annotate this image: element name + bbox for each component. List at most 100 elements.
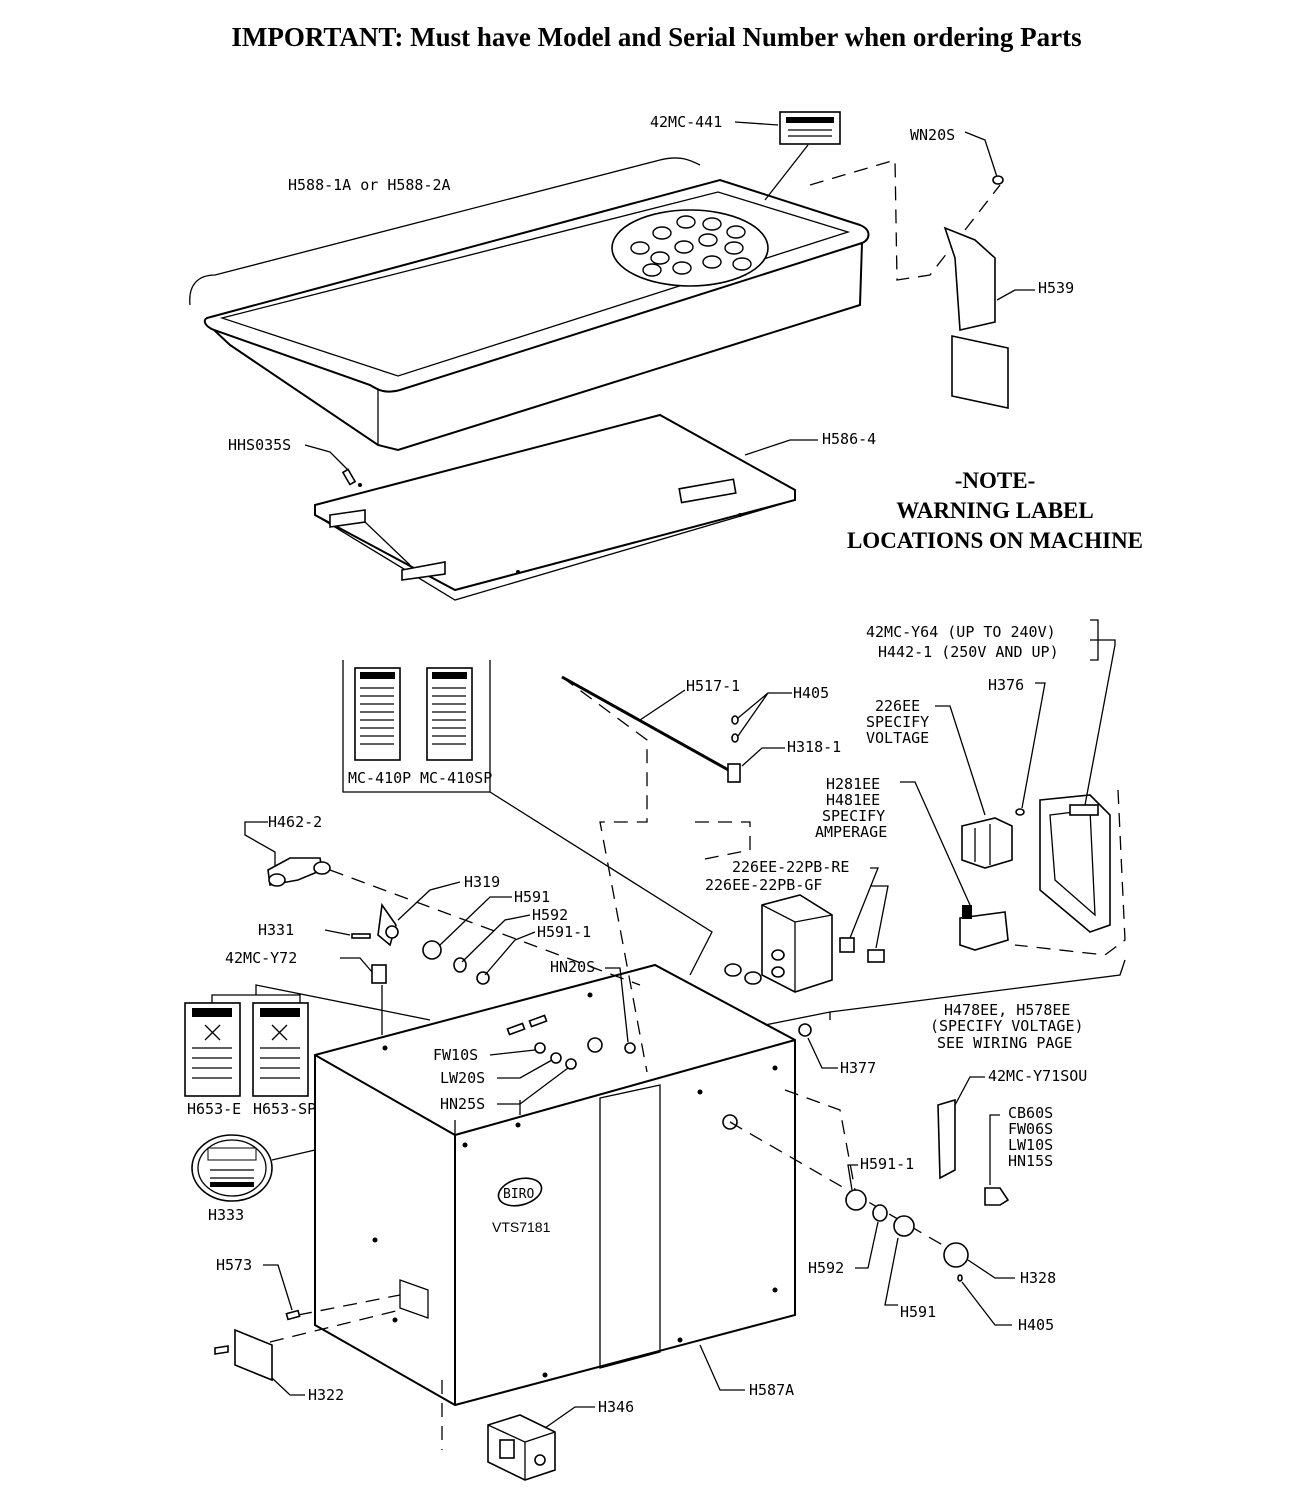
label-42mc-y72: 42MC-Y72 xyxy=(225,949,297,967)
cabinet-brand: BIRO xyxy=(503,1187,534,1202)
leader-h517-1 xyxy=(639,689,686,721)
plate-h322 xyxy=(234,1328,273,1382)
leader-h539 xyxy=(996,289,1035,301)
label-h591-bot: H591 xyxy=(900,1303,936,1321)
label-42mc-y71sou: 42MC-Y71SOU xyxy=(988,1067,1087,1085)
cabinet-door xyxy=(599,1084,661,1369)
pushbutton-re xyxy=(839,937,855,953)
label-42mc-441: 42MC-441 xyxy=(650,113,722,131)
label-h653-sp: H653-SP xyxy=(253,1100,316,1118)
switch-dash xyxy=(729,1121,961,1256)
label-h328: H328 xyxy=(1020,1269,1056,1287)
leader-lw20s xyxy=(497,1059,553,1079)
label-fw06s: FW06S xyxy=(1008,1120,1053,1138)
leader-h586-4 xyxy=(744,439,818,456)
leader-pb-gf xyxy=(870,885,889,949)
label-h591-1-bot: H591-1 xyxy=(860,1155,914,1173)
warning-plates xyxy=(184,984,431,1097)
label-fw10s: FW10S xyxy=(433,1046,478,1064)
lid-assembly xyxy=(304,413,818,601)
label-specify-voltage-paren: (SPECIFY VOLTAGE) xyxy=(930,1017,1084,1035)
rod-dash xyxy=(561,676,648,1073)
leader-h281ee xyxy=(900,781,971,906)
leader-h591-1-bot xyxy=(847,1164,858,1191)
decal-mc-410sp xyxy=(426,667,473,761)
label-cb60s: CB60S xyxy=(1008,1104,1053,1122)
plate-h653-sp xyxy=(252,1002,309,1097)
washer-lw20s xyxy=(550,1052,562,1064)
nut-hn25s xyxy=(565,1058,577,1070)
plate-h653-e xyxy=(184,1002,241,1097)
label-226ee-22pb-re: 226EE-22PB-RE xyxy=(732,858,849,876)
warning-note: -NOTE- WARNING LABEL LOCATIONS ON MACHIN… xyxy=(820,466,1170,556)
label-hn20s: HN20S xyxy=(550,958,595,976)
decal-mc-410p xyxy=(354,667,401,761)
label-see-wiring: SEE WIRING PAGE xyxy=(937,1034,1072,1052)
label-specify-voltage-1: SPECIFY xyxy=(866,713,929,731)
label-lw20s: LW20S xyxy=(440,1069,485,1087)
leader-h377 xyxy=(807,1037,838,1069)
y64-bracket xyxy=(1090,619,1099,661)
leader-42mc-y72 xyxy=(340,957,373,973)
label-wn20s: WN20S xyxy=(910,126,955,144)
label-h481ee: H481EE xyxy=(826,791,880,809)
serial-plate-h333 xyxy=(191,1134,316,1202)
label-h462-2: H462-2 xyxy=(268,813,322,831)
nut-h591-bot xyxy=(893,1215,915,1237)
label-h517-1: H517-1 xyxy=(686,677,740,695)
leader-h322 xyxy=(271,1377,305,1396)
label-h333: H333 xyxy=(208,1206,244,1224)
note-line-2: WARNING LABEL xyxy=(896,498,1094,523)
label-h573: H573 xyxy=(216,1256,252,1274)
drain-holes xyxy=(630,215,752,277)
pedal-plate-h539 xyxy=(951,335,1009,409)
label-h346: H346 xyxy=(598,1398,634,1416)
bolt-cb60s xyxy=(984,1187,1010,1206)
leader-h591-bot xyxy=(884,1237,899,1306)
leader-h346 xyxy=(544,1406,595,1429)
h478-bracket xyxy=(829,959,1126,1013)
nut-h591-1-bot xyxy=(845,1189,867,1211)
cabinet-model: VTS7181 xyxy=(492,1219,551,1235)
label-specify-amp-2: AMPERAGE xyxy=(815,823,887,841)
leader-42mc-441-b xyxy=(764,144,809,201)
label-h331: H331 xyxy=(258,921,294,939)
leader-h573 xyxy=(263,1264,293,1311)
label-h405-top: H405 xyxy=(793,684,829,702)
tray-assembly xyxy=(189,111,1035,452)
plug-1 xyxy=(724,963,742,977)
label-h442-1: H442-1 (250V AND UP) xyxy=(878,643,1059,661)
label-lw10s: LW10S xyxy=(1008,1136,1053,1154)
label-h653-e: H653-E xyxy=(187,1100,241,1118)
tray-rim xyxy=(203,178,870,393)
label-h405-bot: H405 xyxy=(1018,1316,1054,1334)
label-h588: H588-1A or H588-2A xyxy=(288,176,451,194)
label-h592-top: H592 xyxy=(532,906,568,924)
label-h586-4: H586-4 xyxy=(822,430,876,448)
lockwasher-h592-bot xyxy=(872,1204,888,1222)
warning-label-42mc-441 xyxy=(779,111,841,145)
label-h478ee: H478EE, H578EE xyxy=(944,1001,1070,1019)
lid-h586-4 xyxy=(314,413,796,592)
label-h591-1-top: H591-1 xyxy=(537,923,591,941)
screw-h573 xyxy=(285,1309,301,1321)
label-h376: H376 xyxy=(988,676,1024,694)
bracket-42mc-y71sou xyxy=(937,1098,956,1180)
leader-decals xyxy=(489,791,713,976)
cabinet-cutout xyxy=(399,1279,429,1319)
lid-tab-right xyxy=(401,561,446,581)
rod-h517-1 xyxy=(561,675,733,774)
pedal-h539 xyxy=(943,226,996,331)
leader-fw10s xyxy=(489,1049,536,1056)
pin-h331 xyxy=(351,933,371,939)
note-line-3: LOCATIONS ON MACHINE xyxy=(846,528,1144,553)
bracket-h319 xyxy=(377,902,397,947)
leader-pb-re xyxy=(849,867,879,939)
label-banner xyxy=(786,117,834,123)
plug-2 xyxy=(744,971,762,985)
rod-dash-2 xyxy=(695,821,751,861)
leader-wn20s xyxy=(964,131,999,181)
switch-42mc-y72 xyxy=(371,964,387,984)
access-plate-assembly xyxy=(214,1264,305,1396)
